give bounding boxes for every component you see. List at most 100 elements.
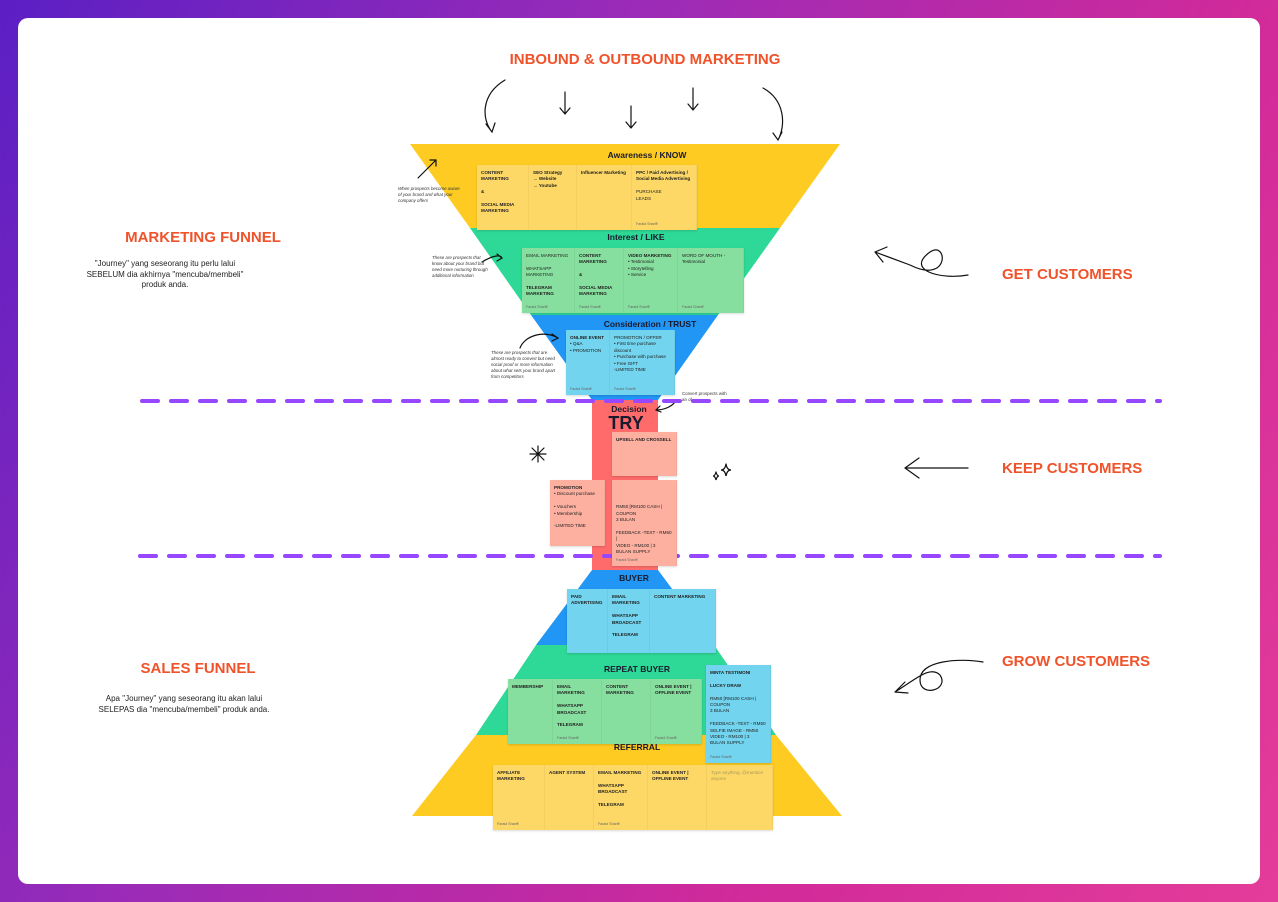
stage-awareness-label: Awareness / KNOW <box>607 150 687 160</box>
note-text: & <box>579 272 583 278</box>
description-line: Apa "Journey" yang seseorang itu akan la… <box>105 694 263 703</box>
note-text: FEEDBACK -TEXT - RM50 | <box>616 529 672 542</box>
sticky-note-column[interactable]: EMAIL MARKETING WHATSAPP BROADCAST TELEG… <box>594 765 648 830</box>
description-line: produk anda. <box>141 280 189 289</box>
note-text: • Vouchers <box>554 504 577 510</box>
note-text: -LIMITED TIME <box>554 523 586 529</box>
keep-customers-arrow-icon <box>904 457 969 479</box>
sticky-note-column[interactable]: PROMOTION / OFFER • First time purchase … <box>610 330 675 395</box>
note-text: TELEGRAM <box>612 632 638 638</box>
get-customers-label: GET CUSTOMERS <box>1002 266 1133 283</box>
annotation-arrow-icon <box>481 253 504 263</box>
stage-buyer-label: BUYER <box>619 573 649 583</box>
sticky-note-column[interactable]: AGENT SYSTEM <box>545 765 594 830</box>
note-author: Faraid Shariff <box>614 386 636 391</box>
note-text: SOCIAL MEDIA MARKETING <box>579 285 613 297</box>
keep-customers-label: KEEP CUSTOMERS <box>1002 460 1143 477</box>
note-text: WHATSAPP BROADCAST <box>612 613 642 625</box>
note-text: SOCIAL MEDIA MARKETING <box>481 202 515 214</box>
sticky-note-column[interactable]: PROMOTION • Discount purchase • Vouchers… <box>550 480 605 546</box>
note-text: → Youtube <box>533 182 557 188</box>
note-text: • Testimonial <box>628 259 654 265</box>
description-line: SELEPAS dia "mencuba/membeli" produk and… <box>98 704 270 714</box>
note-text: ONLINE EVENT | OFFLINE EVENT <box>652 770 689 782</box>
note-text: EMAIL MARKETING <box>598 770 642 775</box>
stage-try-label: TRY <box>608 413 644 433</box>
note-text: -LIMITED TIME <box>614 367 646 373</box>
note-text: PPC / Paid Advertising / Social Media Ad… <box>636 170 691 182</box>
note-text: • PROMOTION <box>570 347 602 353</box>
curved-arrow-icon <box>762 87 784 142</box>
note-text: PURCHASE <box>636 189 662 195</box>
sticky-note-upsell[interactable]: UPSELL AND CROSSELL <box>612 432 677 476</box>
sticky-note-column[interactable]: PAID ADVERTISING <box>567 589 608 653</box>
note-author: Faraid Shariff <box>570 386 592 391</box>
note-text: 3 BULAN <box>710 708 730 714</box>
page-title: INBOUND & OUTBOUND MARKETING <box>509 51 781 68</box>
sticky-note-column[interactable]: CONTENT MARKETING & SOCIAL MEDIA MARKETI… <box>477 165 529 230</box>
sticky-note-column[interactable]: CONTENT MARKETING & SOCIAL MEDIA MARKETI… <box>575 248 624 313</box>
note-text: • Purchase with purchase <box>614 354 666 360</box>
sticky-note-column[interactable]: EMAIL MARKETING WHATSAPP BROADCAST TELEG… <box>553 679 602 744</box>
note-text: CONTENT MARKETING <box>481 170 509 182</box>
note-text: TELEGRAM MARKETING <box>526 285 554 297</box>
note-text: • Storytelling <box>628 265 654 271</box>
sticky-note-column[interactable]: MINTA TESTIMONI LUCKY DRAW RM50 [RM100 C… <box>706 665 771 763</box>
sticky-note-grow[interactable]: MINTA TESTIMONI LUCKY DRAW RM50 [RM100 C… <box>706 665 771 763</box>
grow-customers-label: GROW CUSTOMERS <box>1002 653 1151 670</box>
consideration-annotation: These are prospects that are almost read… <box>491 350 556 379</box>
note-text: & <box>481 189 485 195</box>
stage-repeat-buyer-label: REPEAT BUYER <box>604 664 670 674</box>
note-author: Faraid Shariff <box>636 221 658 226</box>
sticky-note-column[interactable]: CONTENT MARKETING <box>650 589 716 653</box>
sticky-note-column[interactable]: Influencer Marketing <box>577 165 632 230</box>
note-text: CONTENT MARKETING <box>606 684 634 696</box>
note-text: AFFILIATE MARKETING <box>497 770 525 782</box>
note-input-placeholder: Type anything, @mention anyone <box>711 770 764 782</box>
note-text: LUCKY DRAW <box>710 682 742 688</box>
sticky-note-column[interactable]: EMAIL MARKETING WHATSAPP BROADCAST TELEG… <box>608 589 650 653</box>
note-author: Faraid Shariff <box>710 754 732 759</box>
sticky-note-column[interactable]: SEO Strategy→ Website→ Youtube <box>529 165 577 230</box>
sticky-note-column[interactable]: PPC / Paid Advertising / Social Media Ad… <box>632 165 697 230</box>
sticky-note-promo[interactable]: PROMOTION • Discount purchase • Vouchers… <box>550 480 605 546</box>
down-arrow-icon <box>687 87 699 111</box>
note-text: TELEGRAM <box>557 722 583 728</box>
note-text: LEADS <box>636 195 652 201</box>
note-text: WORD OF MOUTH - Testimonial <box>682 253 726 265</box>
description-line: "Journey" yang seseorang itu perlu lalui <box>94 259 236 268</box>
sticky-note-column[interactable]: CONTENT MARKETING <box>602 679 651 744</box>
annotation-arrow-icon <box>654 401 676 413</box>
note-text: WHATSAPP MARKETING <box>526 265 554 278</box>
sticky-note-column[interactable]: UPSELL AND CROSSELL <box>612 432 677 476</box>
sticky-note-awareness[interactable]: CONTENT MARKETING & SOCIAL MEDIA MARKETI… <box>477 165 697 230</box>
note-text: RM50 [RM100 CASH | COUPON <box>616 504 663 516</box>
note-text: • Free GIFT <box>614 360 639 366</box>
sticky-note-column[interactable]: Type anything, @mention anyone <box>707 765 773 830</box>
marketing-funnel-title: MARKETING FUNNEL <box>125 229 281 246</box>
note-author: Faraid Shariff <box>579 304 601 309</box>
sticky-note-column[interactable]: EMAIL MARKETING WHATSAPP MARKETING TELEG… <box>522 248 575 313</box>
note-text: • Service <box>628 272 647 278</box>
sticky-note-column[interactable]: MEMBERSHIP <box>508 679 553 744</box>
stage-decision-label: Decision <box>611 404 647 414</box>
note-text: → Website <box>533 176 557 182</box>
stage-referral-label: REFERRAL <box>613 742 661 752</box>
sticky-note-interest[interactable]: EMAIL MARKETING WHATSAPP MARKETING TELEG… <box>522 248 744 313</box>
sticky-note-column[interactable]: ONLINE EVENT | OFFLINE EVENT <box>648 765 707 830</box>
get-customers-arrow-icon <box>874 246 969 277</box>
sticky-note-column[interactable]: VIDEO MARKETING• Testimonial• Storytelli… <box>624 248 678 313</box>
grow-customers-arrow-icon <box>894 659 984 694</box>
stage-interest-label: Interest / LIKE <box>607 232 665 242</box>
note-author: Faraid Shariff <box>682 304 704 309</box>
